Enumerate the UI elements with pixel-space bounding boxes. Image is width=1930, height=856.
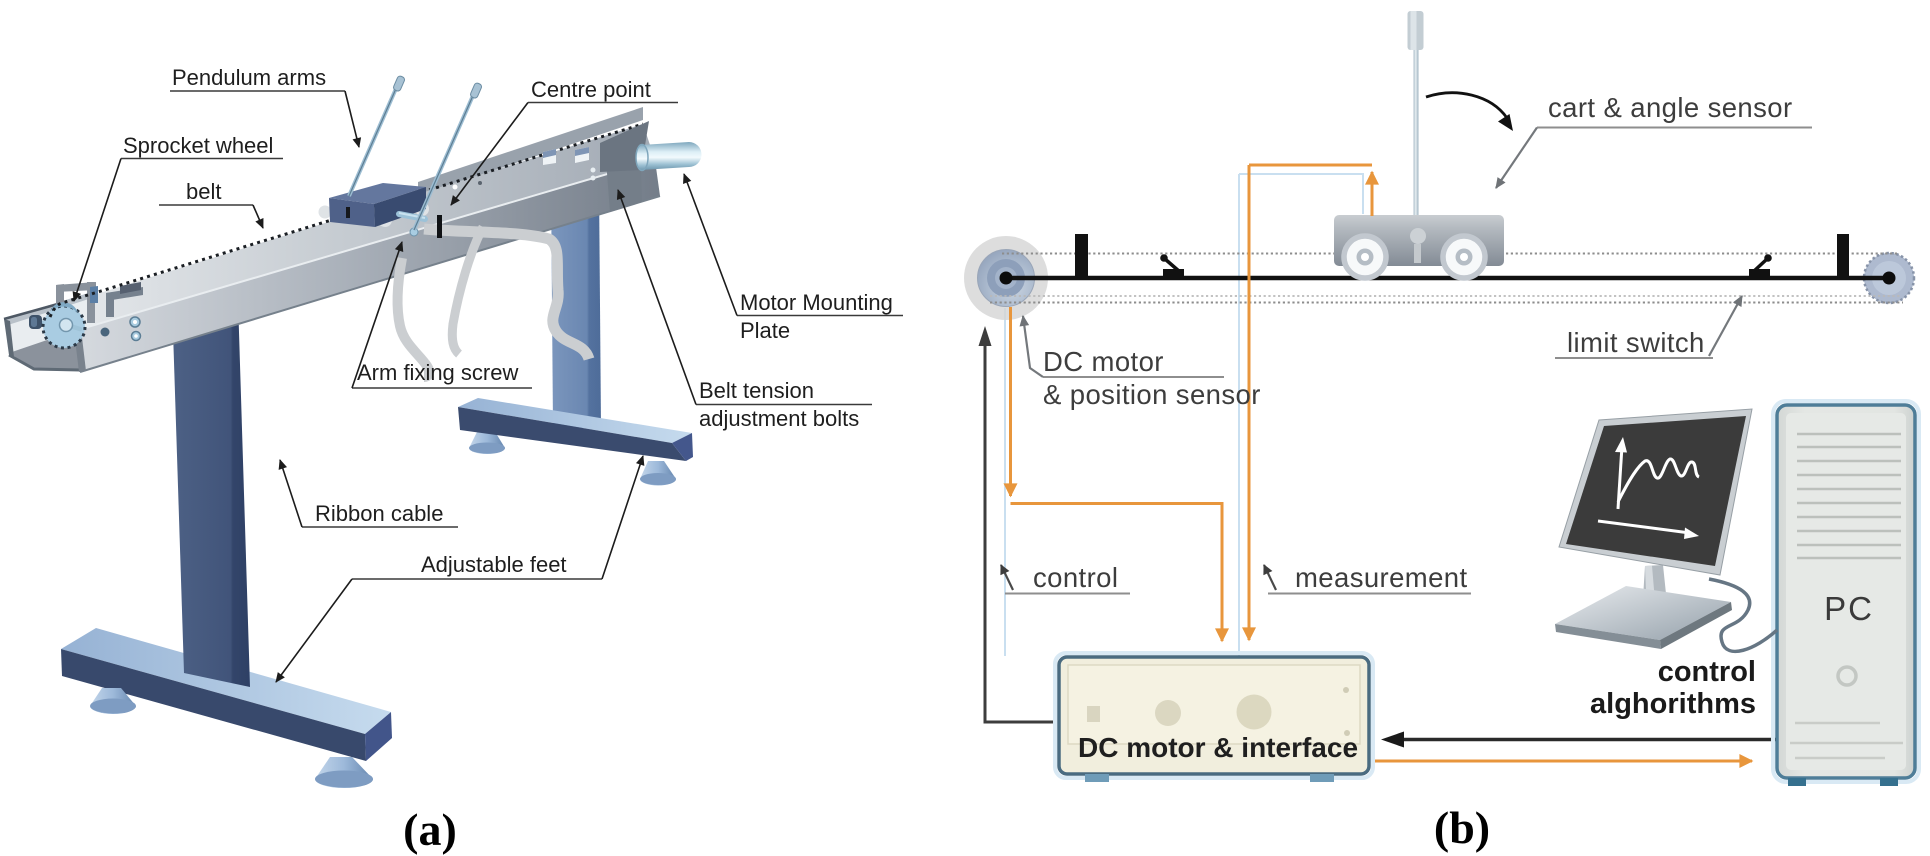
svg-text:control: control bbox=[1033, 562, 1118, 593]
svg-text:(a): (a) bbox=[403, 804, 457, 855]
svg-text:belt: belt bbox=[186, 179, 221, 204]
svg-text:measurement: measurement bbox=[1295, 562, 1468, 593]
svg-text:limit switch: limit switch bbox=[1567, 327, 1705, 358]
svg-text:Pendulum arms: Pendulum arms bbox=[172, 65, 326, 90]
svg-text:cart & angle sensor: cart & angle sensor bbox=[1548, 92, 1793, 123]
svg-text:Motor Mounting: Motor Mounting bbox=[740, 290, 893, 315]
svg-text:Ribbon cable: Ribbon cable bbox=[315, 501, 443, 526]
svg-text:alghorithms: alghorithms bbox=[1590, 688, 1756, 720]
svg-text:PC: PC bbox=[1824, 590, 1874, 627]
svg-text:control: control bbox=[1658, 656, 1756, 688]
svg-text:DC motor: DC motor bbox=[1043, 346, 1164, 377]
svg-text:Belt tension: Belt tension bbox=[699, 378, 814, 403]
svg-text:Sprocket wheel: Sprocket wheel bbox=[123, 133, 273, 158]
svg-text:adjustment bolts: adjustment bolts bbox=[699, 406, 859, 431]
svg-text:Arm fixing screw: Arm fixing screw bbox=[357, 360, 518, 385]
svg-text:Centre point: Centre point bbox=[531, 77, 651, 102]
svg-text:Adjustable feet: Adjustable feet bbox=[421, 552, 567, 577]
svg-text:& position sensor: & position sensor bbox=[1043, 379, 1261, 410]
svg-text:Plate: Plate bbox=[740, 318, 790, 343]
svg-text:(b): (b) bbox=[1434, 802, 1490, 853]
svg-text:DC motor & interface: DC motor & interface bbox=[1078, 732, 1358, 763]
